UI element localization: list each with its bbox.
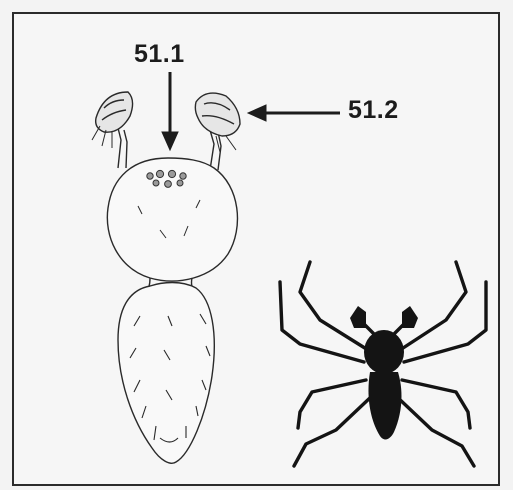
- spider-silhouette: [280, 262, 486, 466]
- callout-label-51-2: 51.2: [348, 96, 399, 125]
- callout-label-51-1: 51.1: [134, 40, 185, 69]
- silhouette-leg-r1: [400, 262, 466, 350]
- silhouette-leg-l3: [298, 380, 366, 428]
- right-palp: [195, 93, 240, 170]
- silhouette-palp-right: [402, 306, 418, 328]
- silhouette-abdomen: [368, 372, 401, 439]
- abdomen: [118, 283, 214, 464]
- silhouette-leg-l1: [300, 262, 368, 350]
- silhouette-leg-r4: [396, 396, 474, 466]
- silhouette-cephalothorax: [364, 330, 404, 374]
- silhouette-palp-left: [350, 306, 366, 328]
- detailed-spider-drawing: [92, 92, 240, 463]
- arrow-51-2: [248, 105, 340, 121]
- left-palp: [92, 92, 133, 168]
- silhouette-leg-r3: [402, 380, 470, 428]
- silhouette-leg-l4: [294, 396, 372, 466]
- arrow-51-1: [162, 72, 178, 150]
